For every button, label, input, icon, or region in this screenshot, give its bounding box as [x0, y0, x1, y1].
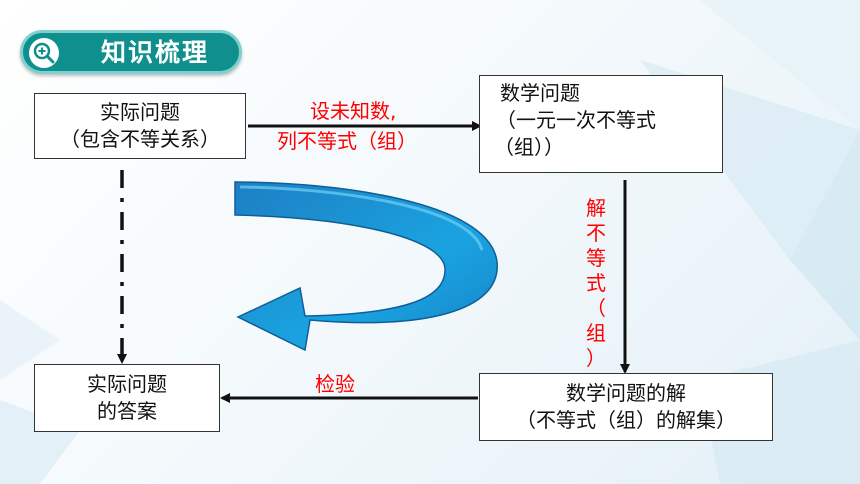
- title-badge: 知识梳理: [20, 30, 242, 74]
- curved-return-arrow: [234, 181, 498, 352]
- box-actual-answer-title: 实际问题: [87, 372, 167, 396]
- box-actual-problem-subtitle: （包含不等关系）: [60, 127, 220, 151]
- box-actual-answer: 实际问题 的答案: [34, 364, 220, 432]
- label-set-unknowns: 设未知数,: [310, 99, 397, 123]
- solve-char: ）: [586, 346, 606, 370]
- curve-highlight: [239, 185, 484, 251]
- label-write-inequality: 列不等式（组）: [277, 129, 417, 153]
- box-actual-answer-subtitle: 的答案: [97, 399, 157, 423]
- solve-char: 式: [586, 271, 606, 295]
- solve-char: 不: [586, 221, 606, 245]
- solve-char: 组: [586, 321, 606, 345]
- solve-char: 解: [586, 196, 606, 220]
- box-math-solution-subtitle: （不等式（组）的解集）: [516, 408, 736, 432]
- label-solve-inequality: 解 不 等 式 （ 组 ）: [584, 196, 608, 371]
- page-title: 知识梳理: [101, 38, 210, 67]
- box-math-problem: 数学问题 （一元一次不等式 （组））: [479, 75, 723, 173]
- box-math-solution-title: 数学问题的解: [566, 381, 686, 405]
- box-math-problem-title: 数学问题: [500, 81, 580, 105]
- box-math-problem-line3: （组））: [494, 135, 564, 159]
- box-math-problem-line2: （一元一次不等式: [496, 108, 656, 132]
- label-check: 检验: [315, 372, 355, 396]
- box-actual-problem-title: 实际问题: [100, 100, 180, 124]
- solve-char: 等: [586, 246, 606, 270]
- magnifier-icon: [29, 38, 59, 68]
- solve-char: （: [586, 296, 606, 320]
- box-math-solution: 数学问题的解 （不等式（组）的解集）: [479, 373, 773, 441]
- box-actual-problem: 实际问题 （包含不等关系）: [34, 93, 246, 159]
